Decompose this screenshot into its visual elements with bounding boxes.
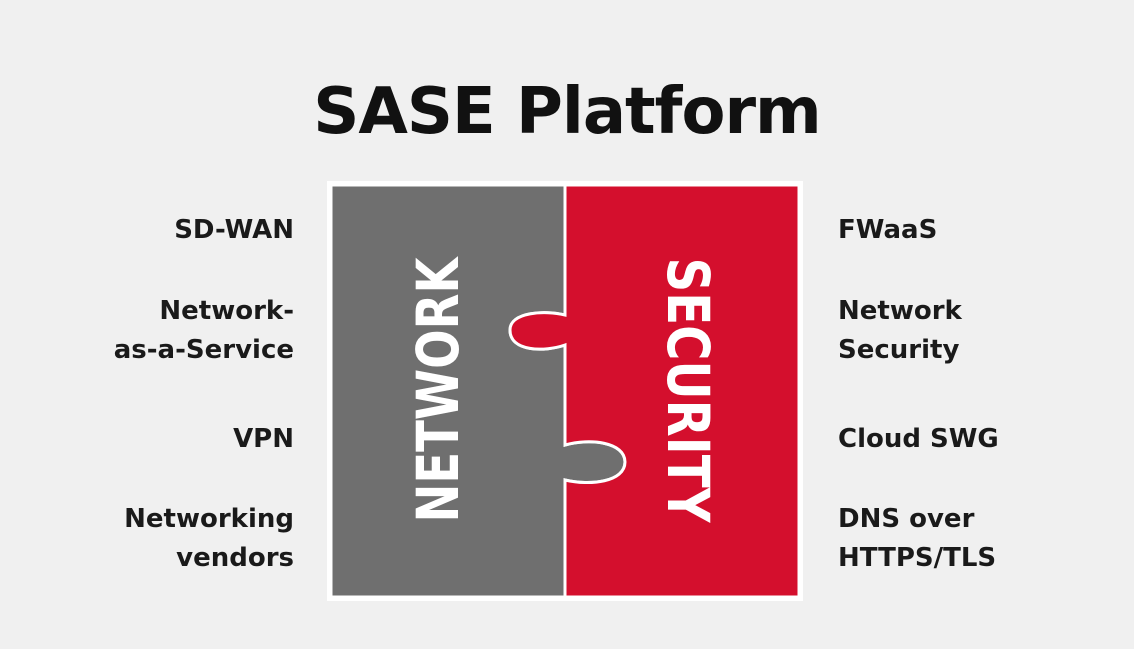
security-piece — [508, 183, 801, 599]
network-item-vendors: Networking vendors — [124, 500, 294, 578]
security-item-line: Cloud SWG — [838, 424, 999, 454]
network-item-line: Networking — [124, 504, 294, 534]
network-item-vpn: VPN — [233, 420, 294, 459]
network-item-naas: Network- as-a-Service — [114, 292, 294, 370]
security-item-network-security: Network Security — [838, 292, 962, 370]
security-item-line: FWaaS — [838, 215, 938, 245]
network-item-sd-wan: SD-WAN — [174, 211, 294, 250]
security-item-dns: DNS over HTTPS/TLS — [838, 500, 996, 578]
security-item-cloud-swg: Cloud SWG — [838, 420, 999, 459]
security-item-line: DNS over — [838, 504, 975, 534]
security-item-line: Security — [838, 335, 960, 365]
security-piece-label: SECURITY — [654, 258, 722, 524]
network-item-line: vendors — [176, 543, 294, 573]
network-piece-label: NETWORK — [404, 256, 472, 523]
security-item-line: Network — [838, 296, 962, 326]
network-item-line: Network- — [159, 296, 294, 326]
security-item-fwaas: FWaaS — [838, 211, 937, 250]
network-item-line: VPN — [233, 424, 294, 454]
page-title: SASE Platform — [313, 75, 821, 149]
security-item-line: HTTPS/TLS — [838, 543, 997, 573]
network-item-line: SD-WAN — [174, 215, 294, 245]
network-item-line: as-a-Service — [113, 335, 294, 365]
